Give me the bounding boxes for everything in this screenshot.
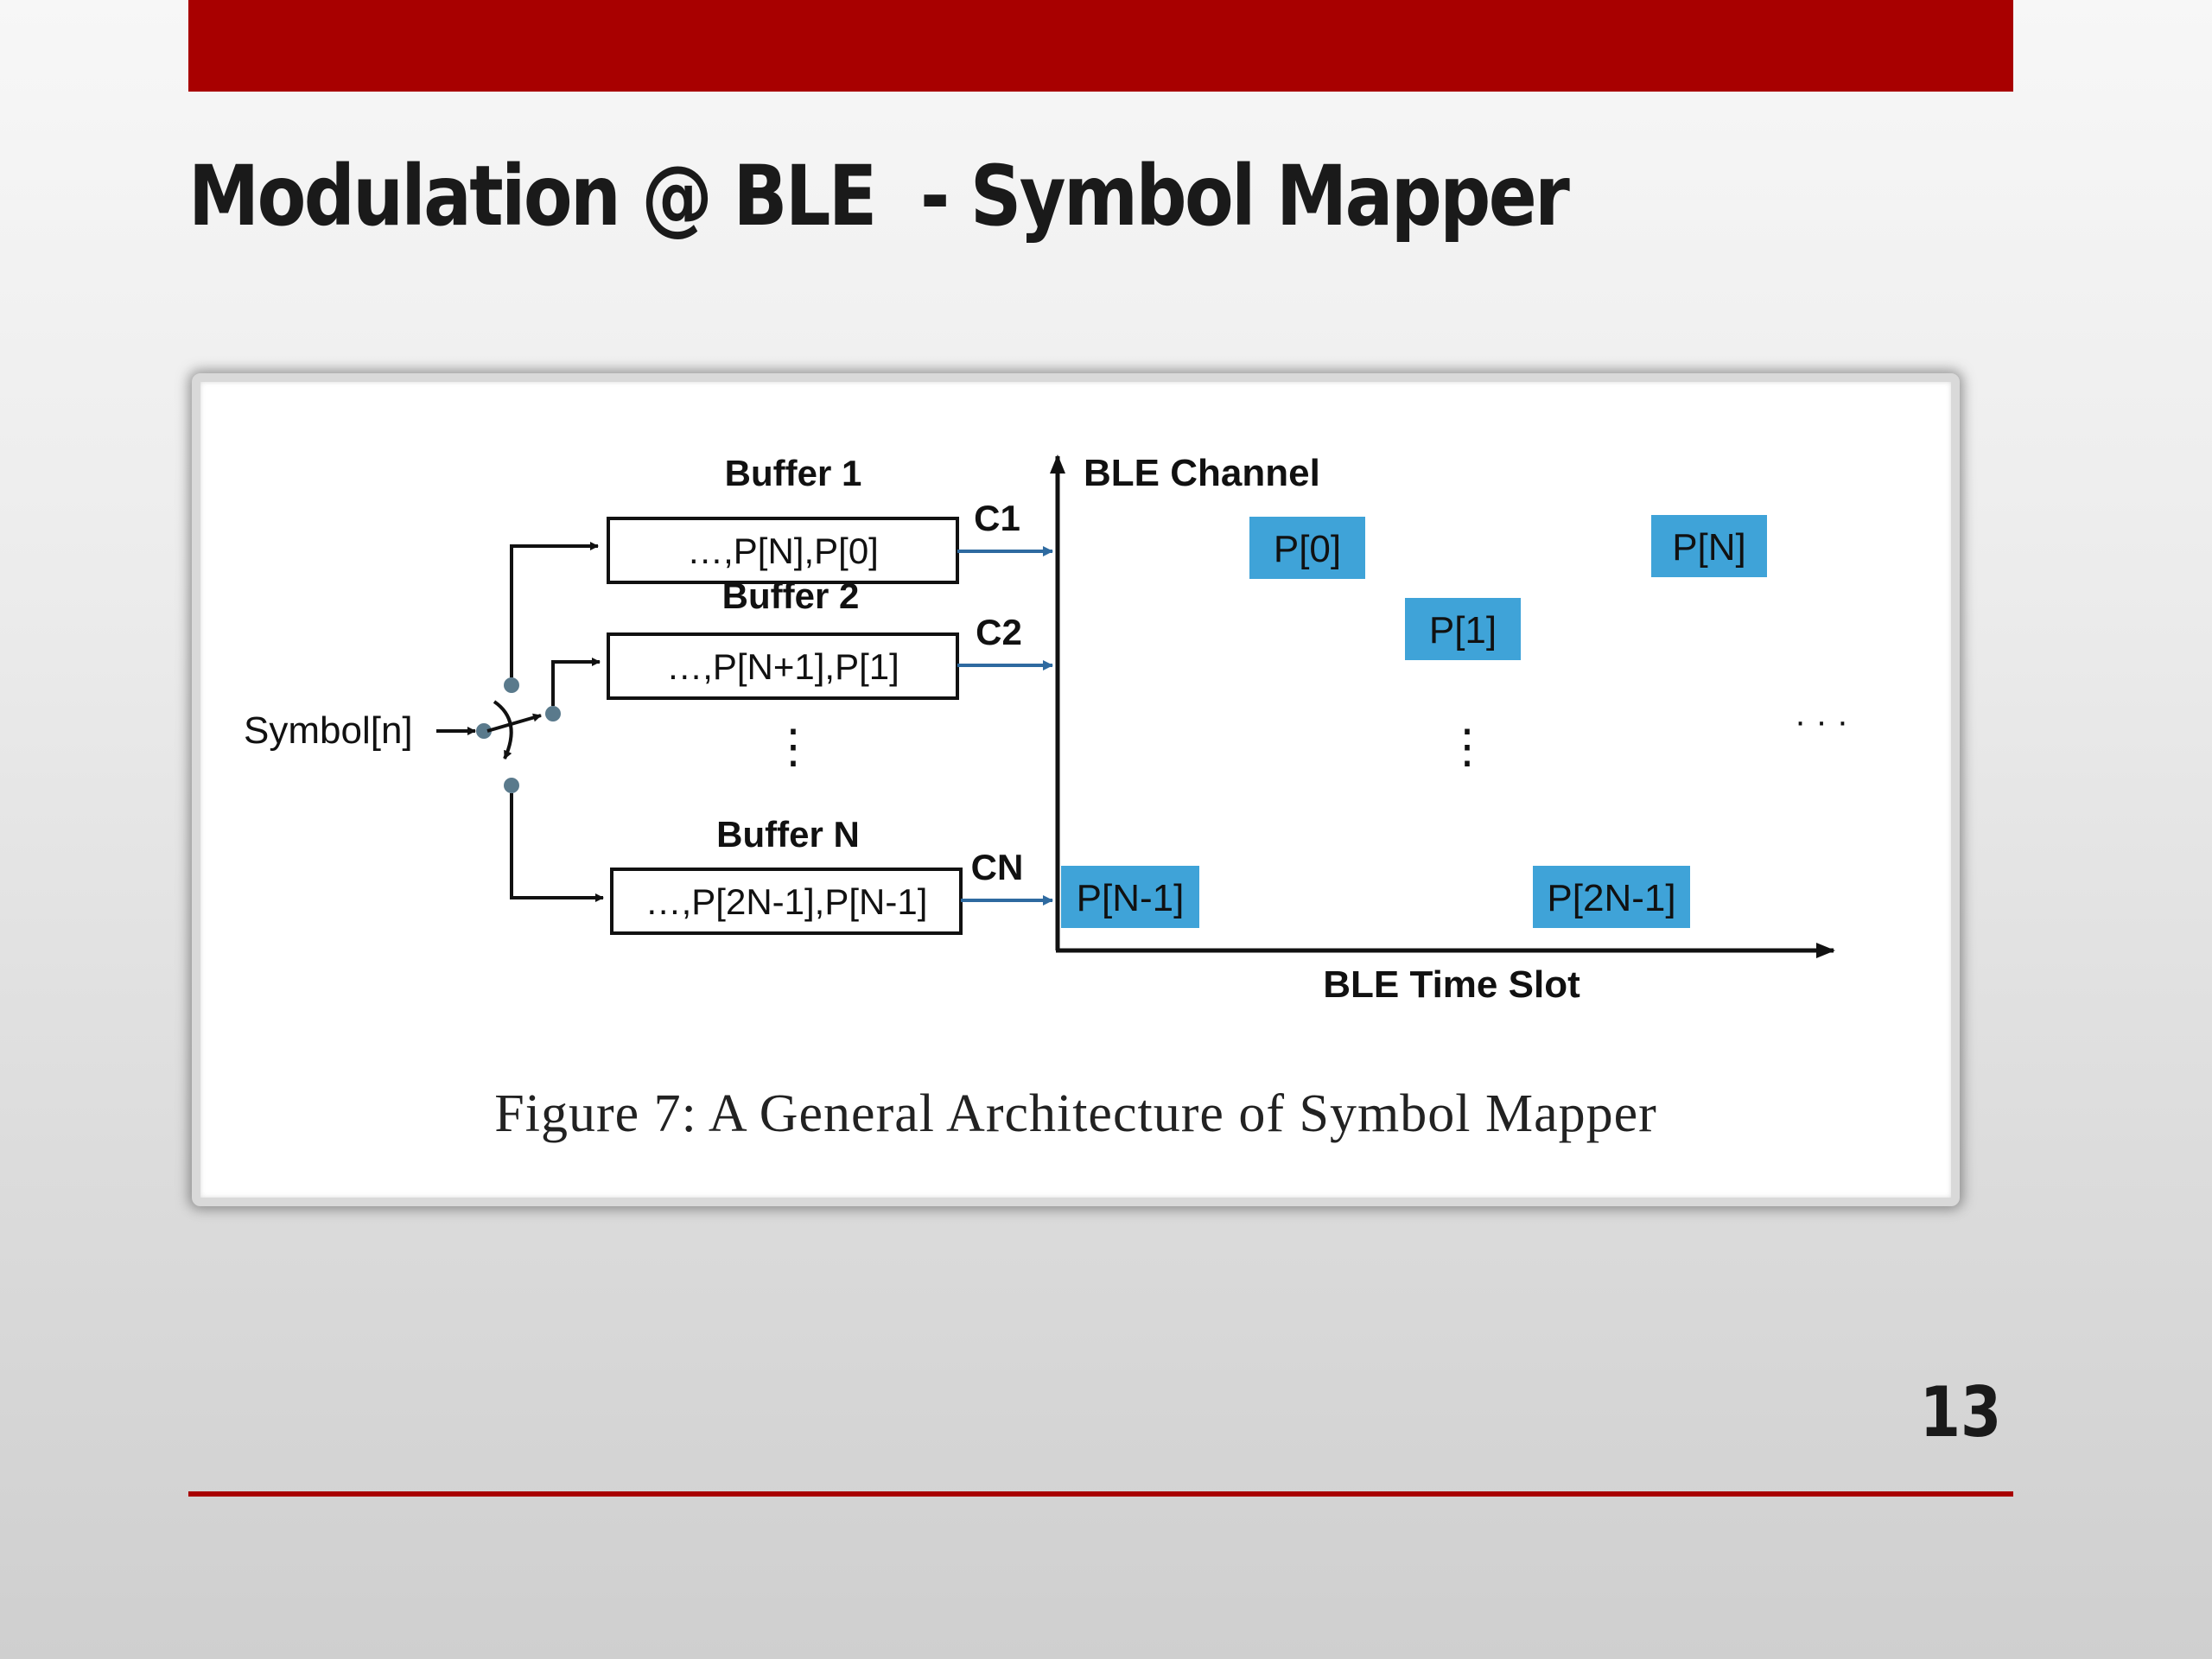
top-accent-bar [188,0,2013,92]
packet-pn-1-label: P[N-1] [1077,877,1185,919]
plot-vertical-ellipsis: ⋮ [1444,721,1491,772]
figure-frame: Symbol[n] Buffer 1 …,P[N],P[0] Buffer 2 … [192,373,1960,1206]
buffer-n-content: …,P[2N-1],P[N-1] [645,881,928,922]
packet-p0-label: P[0] [1274,528,1341,570]
packet-pn [1651,515,1767,577]
figure-caption: Figure 7: A General Architecture of Symb… [494,1084,1657,1143]
slide-title: Modulation @ BLE - Symbol Mapper [188,148,1570,245]
switch-contact-2 [545,706,561,721]
route-to-buffer-n [510,793,604,902]
buffer-n-label: Buffer N [716,814,860,855]
plot-horizontal-ellipsis: · · · [1795,702,1848,741]
packet-p2n-1-label: P[2N-1] [1547,877,1675,919]
buffer-1-label: Buffer 1 [725,453,862,493]
buffer-n-box [610,868,963,935]
packet-pn-label: P[N] [1672,526,1746,569]
channel-cn-label: CN [971,847,1024,887]
buffer-2-content: …,P[N+1],P[1] [666,646,899,687]
bottom-accent-rule [188,1491,2013,1497]
symbol-mapper-diagram: Symbol[n] Buffer 1 …,P[N],P[0] Buffer 2 … [244,452,1848,1006]
switch-contact-1 [504,677,519,693]
channel-c1-label: C1 [974,498,1020,538]
page-number: 13 [1919,1372,2001,1452]
y-axis-label: BLE Channel [1084,452,1320,494]
switch-contact-n [504,778,519,793]
route-to-buffer-2 [551,658,601,706]
packet-p2n-1 [1533,866,1690,928]
buffer-1-content: …,P[N],P[0] [687,531,879,571]
input-label: Symbol[n] [244,709,413,752]
packet-p1-label: P[1] [1429,609,1497,652]
packet-p1 [1405,598,1521,660]
packet-p0 [1249,517,1365,579]
switch-arc [493,700,513,760]
switch-lever [486,713,542,733]
route-to-buffer-1 [510,542,599,677]
switch-input-dot [476,723,492,739]
buffer-2-box [607,632,959,700]
buffer-ellipsis: ⋮ [770,721,817,772]
buffer-2-label: Buffer 2 [722,575,860,616]
packet-pn-1 [1061,866,1199,928]
x-axis-label: BLE Time Slot [1323,963,1580,1006]
channel-c2-label: C2 [976,612,1022,652]
